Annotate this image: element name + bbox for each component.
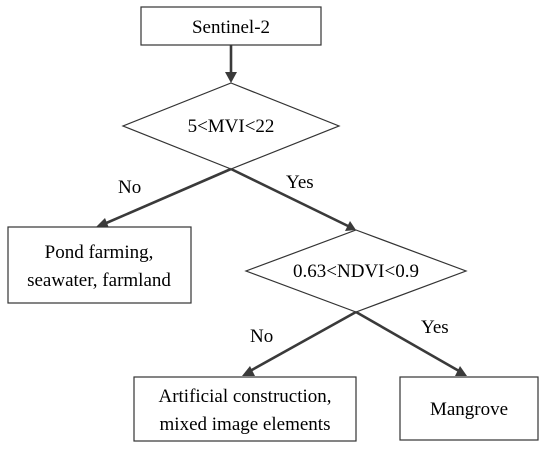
node-mangrove-label: Mangrove: [430, 399, 508, 420]
arrowhead-mvi-no: [96, 218, 109, 228]
edge-mvi-no-label: No: [118, 177, 141, 198]
node-ndvi: 0.63<NDVI<0.9: [244, 229, 468, 313]
node-artificial-line1: Artificial construction,: [158, 386, 331, 407]
node-artificial: Artificial construction, mixed image ele…: [133, 376, 357, 442]
node-mvi: 5<MVI<22: [121, 82, 341, 170]
arrowhead-mvi-yes: [345, 221, 356, 231]
node-sentinel-label: Sentinel-2: [192, 17, 270, 38]
edge-mvi-yes-label: Yes: [286, 172, 314, 193]
node-sentinel: Sentinel-2: [140, 6, 322, 46]
node-ndvi-label: 0.63<NDVI<0.9: [293, 261, 419, 282]
node-artificial-box: [133, 376, 357, 442]
edge-mvi-no: [103, 167, 232, 226]
edge-ndvi-no-label: No: [250, 326, 273, 347]
edge-ndvi-no: [249, 310, 357, 373]
arrowhead-ndvi-no: [242, 366, 255, 376]
edge-mvi-yes: [230, 167, 349, 228]
arrowhead-ndvi-yes: [455, 366, 467, 376]
edge-ndvi-yes: [355, 310, 460, 373]
arrowhead-sentinel-mvi: [225, 72, 237, 83]
node-pond: Pond farming, seawater, farmland: [7, 226, 192, 304]
node-artificial-line2: mixed image elements: [160, 414, 331, 435]
node-mvi-label: 5<MVI<22: [188, 116, 275, 137]
node-mangrove: Mangrove: [399, 376, 539, 441]
node-pond-line1: Pond farming,: [45, 242, 154, 263]
edge-ndvi-yes-label: Yes: [421, 317, 449, 338]
node-mangrove-box: [399, 376, 539, 441]
node-pond-box: [7, 226, 192, 304]
node-pond-line2: seawater, farmland: [27, 270, 171, 291]
node-sentinel-box: [140, 6, 322, 46]
